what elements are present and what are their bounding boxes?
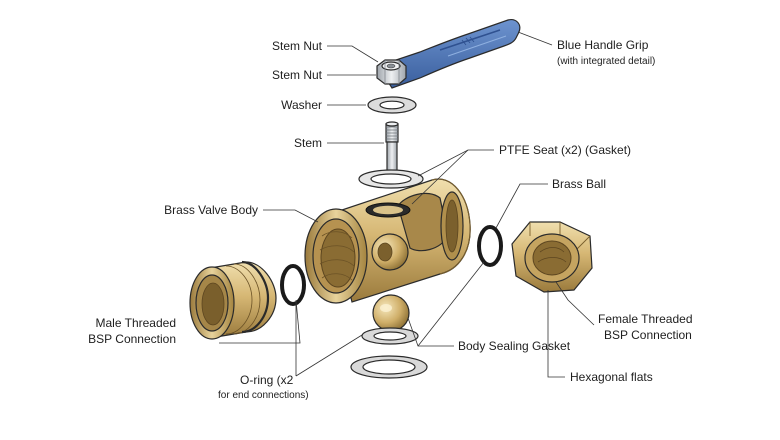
o-ring-right — [479, 227, 501, 265]
ptfe-seat-lower — [366, 203, 410, 217]
washer — [368, 97, 416, 113]
stem-nut — [377, 60, 406, 84]
label-stem: Stem — [294, 136, 322, 150]
brass-valve-body — [305, 179, 470, 303]
label-male-threaded-line1: Male Threaded — [96, 316, 177, 330]
label-blue-handle-grip-sub: (with integrated detail) — [557, 56, 655, 67]
label-female-threaded-line1: Female Threaded — [598, 312, 693, 326]
female-threaded-connection — [512, 222, 592, 292]
ptfe-seat-upper — [359, 170, 423, 188]
label-hexagonal-flats: Hexagonal flats — [570, 370, 653, 384]
label-o-ring-line2: for end connections) — [218, 390, 309, 401]
label-stem-nut-lower: Stem Nut — [272, 68, 323, 82]
label-washer: Washer — [281, 98, 322, 112]
label-stem-nut-upper: Stem Nut — [272, 39, 323, 53]
brass-ball — [373, 295, 409, 331]
label-female-threaded-line2: BSP Connection — [604, 328, 692, 342]
label-ptfe-seat: PTFE Seat (x2) (Gasket) — [499, 143, 631, 157]
o-ring-left — [282, 266, 304, 304]
label-body-sealing-gasket: Body Sealing Gasket — [458, 339, 571, 353]
label-male-threaded-line2: BSP Connection — [88, 332, 176, 346]
label-blue-handle-grip: Blue Handle Grip — [557, 38, 649, 52]
body-sealing-gasket — [351, 328, 427, 378]
label-o-ring-line1: O-ring (x2 — [240, 373, 294, 387]
label-brass-valve-body: Brass Valve Body — [164, 203, 258, 217]
stem — [386, 122, 398, 174]
label-brass-ball: Brass Ball — [552, 177, 606, 191]
male-threaded-connection — [190, 262, 276, 339]
